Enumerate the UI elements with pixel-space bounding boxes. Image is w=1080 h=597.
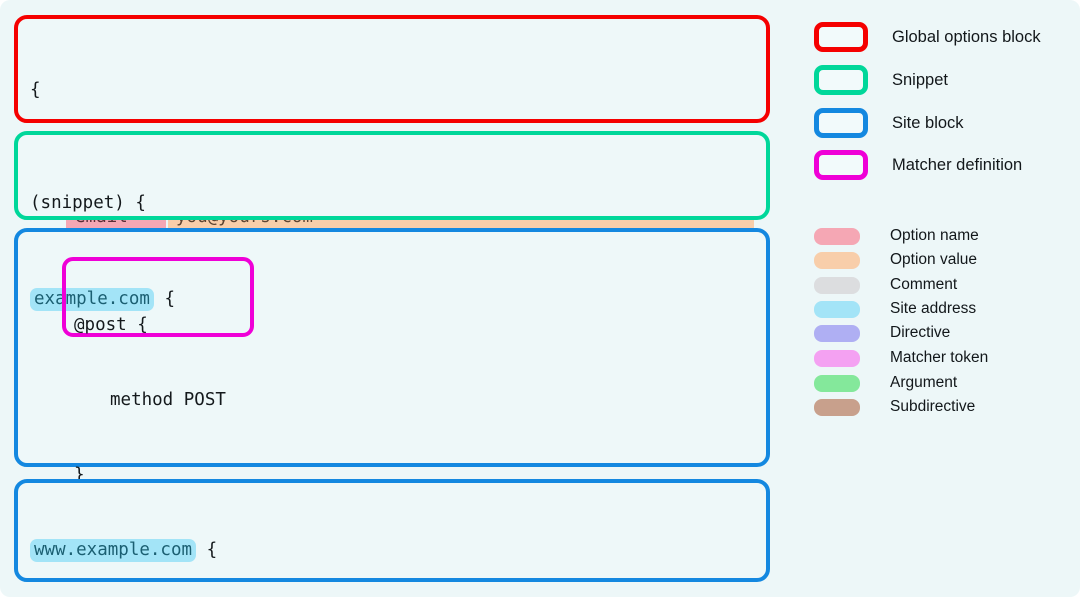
- legend-fill-item-directive: Directive: [814, 324, 950, 342]
- matcher-definition-code: @post { method POST }: [66, 261, 250, 538]
- legend-outline-swatch-icon-2: [814, 108, 868, 138]
- legend-fill-item-site-address: Site address: [814, 300, 976, 318]
- legend-fill-item-subdirective: Subdirective: [814, 398, 975, 416]
- global-options-block: { email acme_ca you@yours.com https://ac…: [14, 15, 770, 358]
- legend-outline-item-global-options-block: Global options block: [814, 22, 1041, 52]
- legend-fill-label-4: Directive: [890, 324, 951, 341]
- legend-outline-item-site-block: Site block: [814, 108, 964, 138]
- legend-fill-label-7: Subdirective: [890, 398, 976, 415]
- matcher-line-2: method POST: [110, 390, 226, 410]
- legend: Global options block Snippet Site block …: [800, 0, 1080, 597]
- legend-fill-label-0: Option name: [890, 227, 979, 244]
- legend-outline-label-1: Snippet: [892, 70, 948, 89]
- legend-fill-swatch-icon-3: [814, 300, 860, 318]
- legend-outline-label-3: Matcher definition: [892, 155, 1023, 174]
- site-block-2-code: www.example.com { redir https://example.…: [18, 483, 766, 597]
- legend-fill-swatch-icon-7: [814, 398, 860, 416]
- legend-fill-label-1: Option value: [890, 251, 978, 268]
- legend-fill-label-6: Argument: [890, 374, 958, 391]
- legend-fill-item-option-name: Option name: [814, 227, 979, 245]
- legend-fill-item-comment: Comment: [814, 276, 957, 294]
- global-open-brace: {: [30, 80, 41, 100]
- legend-outline-swatch-icon-0: [814, 22, 868, 52]
- site-address-token-www: www.example.com: [30, 539, 197, 562]
- legend-fill-swatch-icon-5: [814, 349, 860, 367]
- legend-outline-item-matcher-definition: Matcher definition: [814, 150, 1022, 180]
- legend-fill-swatch-icon-1: [814, 251, 860, 269]
- legend-fill-label-2: Comment: [890, 276, 958, 293]
- legend-fill-label-3: Site address: [890, 300, 977, 317]
- site-block-example-com: example.com { reverse_proxy @post localh…: [14, 228, 770, 485]
- site2-open-brace: {: [206, 540, 218, 560]
- site2-header-line: www.example.com {: [30, 538, 766, 563]
- legend-outline-swatch-icon-3: [814, 150, 868, 180]
- site-block-www-example-com: www.example.com { redir https://example.…: [14, 479, 770, 582]
- legend-outline-label-0: Global options block: [892, 27, 1041, 46]
- legend-fill-item-matcher-token: Matcher token: [814, 349, 988, 367]
- site1-open-brace: {: [164, 289, 175, 309]
- legend-fill-item-argument: Argument: [814, 374, 957, 392]
- legend-fill-swatch-icon-6: [814, 374, 860, 392]
- legend-fill-label-5: Matcher token: [890, 349, 989, 366]
- legend-fill-swatch-icon-4: [814, 324, 860, 342]
- legend-outline-label-2: Site block: [892, 113, 964, 132]
- snippet-block: (snippet) { # this is a reusable snippet…: [14, 131, 770, 363]
- legend-fill-swatch-icon-0: [814, 227, 860, 245]
- legend-outline-swatch-icon-1: [814, 65, 868, 95]
- snippet-header: (snippet) {: [30, 193, 146, 213]
- legend-fill-swatch-icon-2: [814, 276, 860, 294]
- caddyfile-diagram: { email acme_ca you@yours.com https://ac…: [14, 15, 770, 582]
- matcher-line-3: }: [74, 465, 85, 485]
- legend-fill-item-option-value: Option value: [814, 251, 977, 269]
- matcher-line-1: @post {: [74, 315, 148, 335]
- matcher-definition-block: @post { method POST }: [62, 257, 254, 485]
- legend-outline-item-snippet: Snippet: [814, 65, 948, 95]
